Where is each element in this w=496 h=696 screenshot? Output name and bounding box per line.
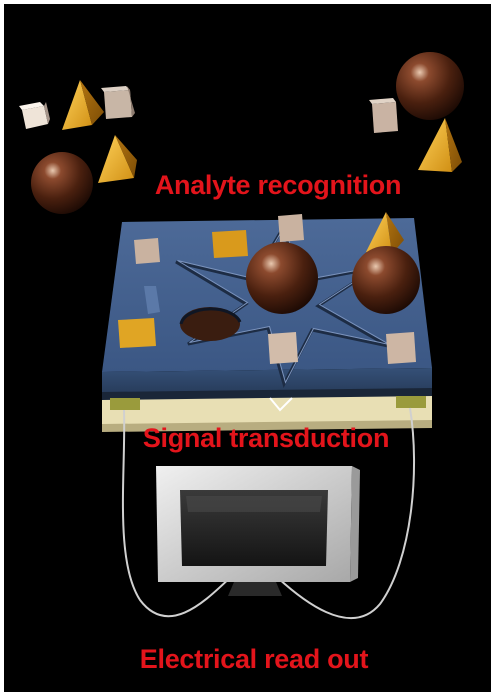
analyte-cube-icon [19, 102, 50, 129]
bound-sphere-icon [352, 246, 420, 314]
monitor-icon [156, 466, 360, 596]
sensor-plate [102, 212, 432, 402]
bound-cube-icon [134, 238, 160, 264]
analyte-pyramid-icon [418, 118, 462, 172]
bound-pyramid-icon [212, 230, 248, 258]
electrode-layer-icon [102, 396, 432, 432]
analyte-cube-icon [101, 86, 135, 119]
caption-analyte-recognition: Analyte recognition [154, 170, 402, 200]
analyte-sphere-icon [31, 152, 93, 214]
bound-sphere-icon [246, 242, 318, 314]
caption-signal-transduction: Signal transduction [142, 423, 390, 453]
analyte-pyramid-icon [98, 135, 137, 183]
analyte-sphere-icon [396, 52, 464, 120]
recognition-well-icon [180, 307, 240, 341]
bound-cube-icon [278, 214, 304, 242]
bound-pyramid-icon [366, 212, 404, 254]
analyte-cluster-right [369, 52, 464, 172]
analyte-cluster-left [19, 80, 137, 214]
bound-cube-icon [268, 332, 298, 364]
analyte-cube-icon [369, 98, 398, 133]
bound-cube-icon [386, 332, 416, 364]
bound-pyramid-icon [118, 318, 156, 348]
caption-electrical-read-out: Electrical read out [139, 644, 369, 674]
analyte-pyramid-icon [62, 80, 104, 130]
